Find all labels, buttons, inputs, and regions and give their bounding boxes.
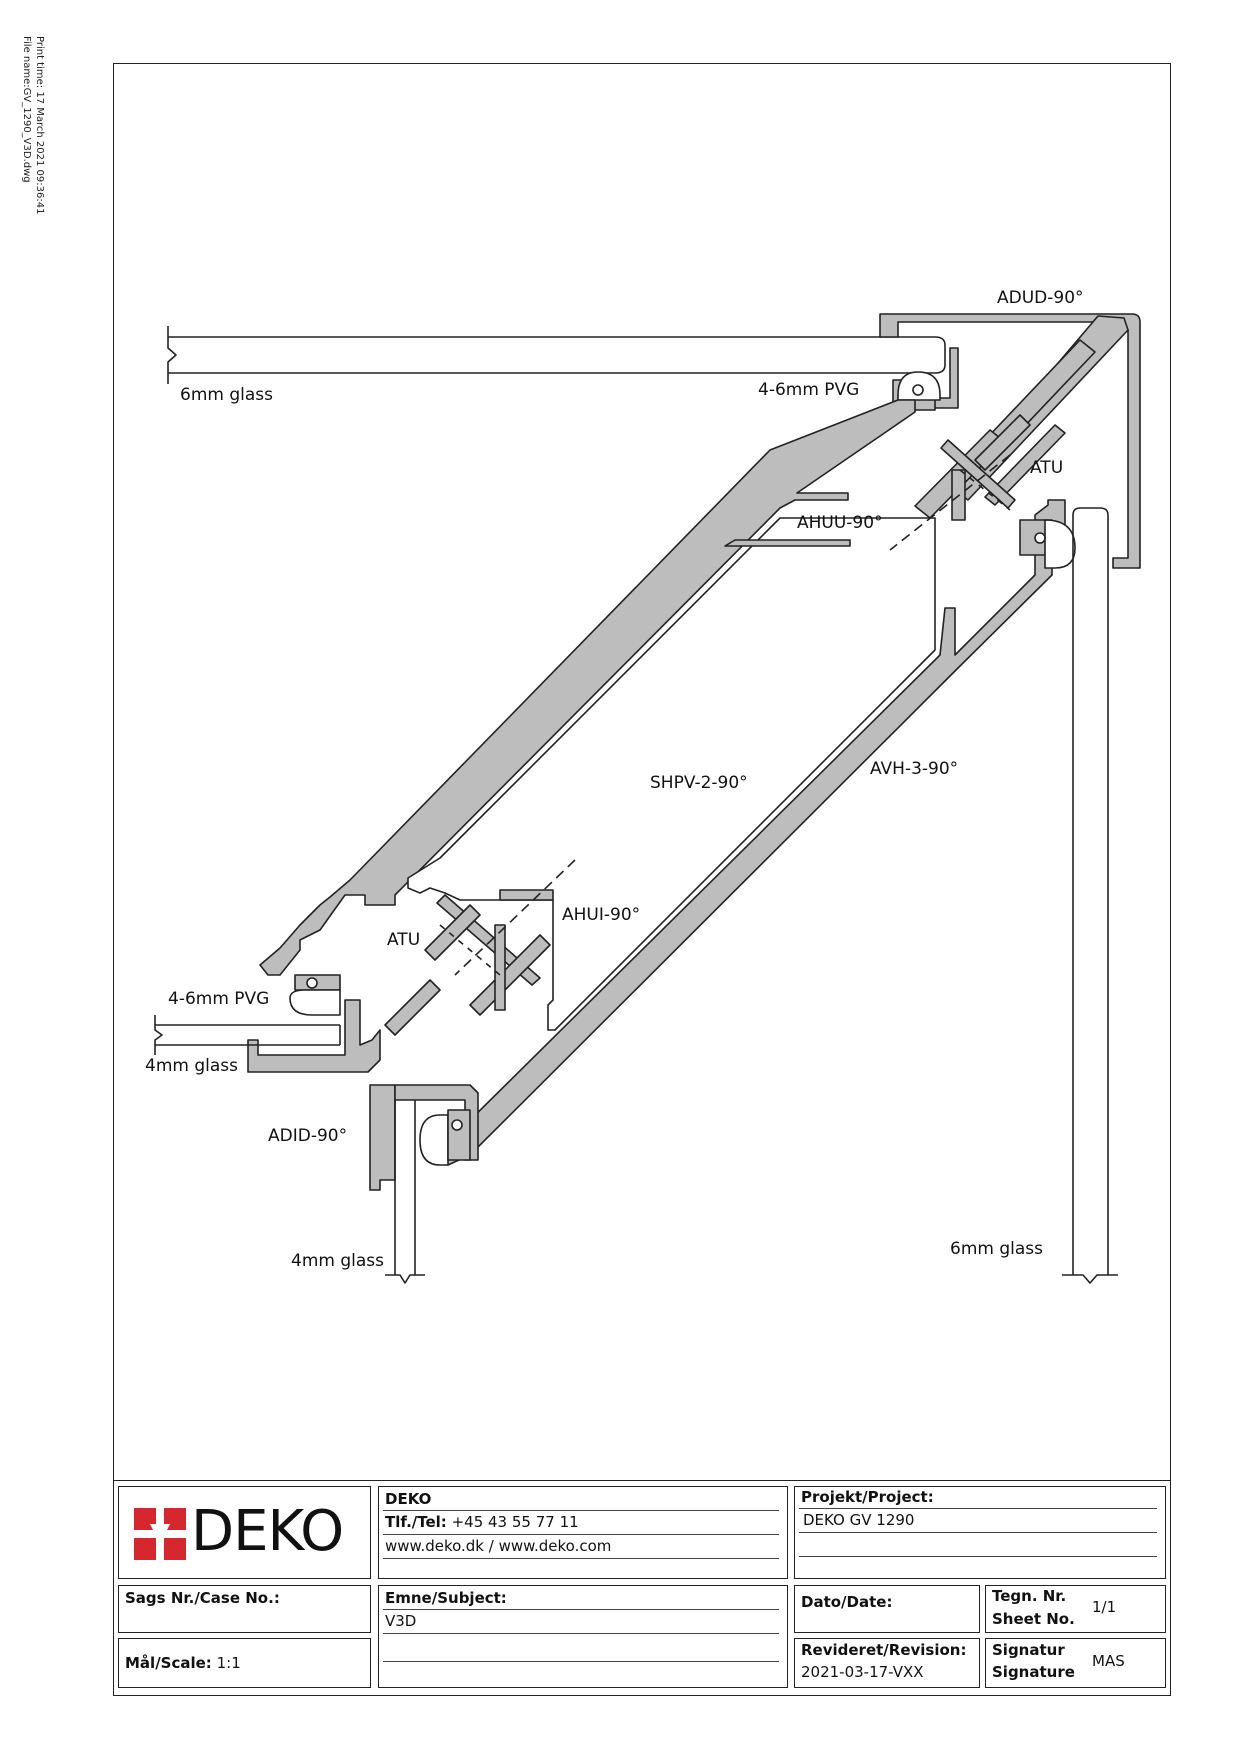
tel-label: Tlf./Tel: (385, 1513, 447, 1531)
label-pvg-bottom: 4-6mm PVG (168, 989, 269, 1009)
label-atu-bottom: ATU (387, 930, 420, 950)
company-cell: DEKO Tlf./Tel: +45 43 55 77 11 www.deko.… (378, 1486, 788, 1579)
label-atu-top: ATU (1030, 458, 1063, 478)
case-cell: Sags Nr./Case No.: (118, 1585, 371, 1633)
sheet-cell: Tegn. Nr. Sheet No. 1/1 (985, 1585, 1166, 1633)
gasket-adid (419, 1109, 471, 1166)
signature-value: MAS (1092, 1652, 1125, 1670)
sheet-label-2: Sheet No. (992, 1610, 1075, 1628)
scale-cell: Mål/Scale: 1:1 (118, 1638, 371, 1688)
scale-label: Mål/Scale: (125, 1654, 212, 1672)
profile-bottom-left (247, 999, 381, 1073)
print-time: Print time: 17 March 2021 09:36:41 (34, 36, 45, 215)
profile-shpv-upper-wall (259, 399, 916, 976)
glass-bottom-4mm (385, 1100, 425, 1284)
company-tel: Tlf./Tel: +45 43 55 77 11 (385, 1513, 579, 1531)
project-cell: Projekt/Project: DEKO GV 1290 (794, 1486, 1166, 1579)
insulator-atu-top (889, 414, 1066, 551)
print-info: Print time: 17 March 2021 09:36:41 File … (20, 36, 46, 214)
label-ahui: AHUI-90° (562, 905, 640, 925)
label-shpv: SHPV-2-90° (650, 773, 748, 793)
label-avh: AVH-3-90° (870, 759, 958, 779)
tel-value: +45 43 55 77 11 (451, 1513, 579, 1531)
gasket-right (1019, 519, 1076, 569)
revision-label: Revideret/Revision: (801, 1641, 967, 1659)
subject-cell: Emne/Subject: V3D (378, 1585, 788, 1688)
revision-cell: Revideret/Revision: 2021-03-17-VXX (794, 1638, 980, 1688)
date-label: Dato/Date: (801, 1593, 893, 1611)
signature-label-2: Signature (992, 1663, 1075, 1681)
label-adud: ADUD-90° (997, 288, 1084, 308)
project-label: Projekt/Project: (801, 1488, 934, 1506)
insulator-atu-bottom (384, 859, 576, 1036)
deko-logo-text: DEKO (191, 1499, 344, 1564)
profile-adud (879, 313, 1141, 569)
label-glass-top: 6mm glass (180, 385, 273, 405)
deko-logo-icon (134, 1508, 186, 1560)
shpv-flange-left (724, 539, 851, 547)
case-label: Sags Nr./Case No.: (125, 1589, 280, 1607)
subject-value: V3D (385, 1612, 417, 1630)
label-adid: ADID-90° (268, 1126, 347, 1146)
scale-row: Mål/Scale: 1:1 (125, 1654, 241, 1672)
file-name: File name:GV_1290_V3D.dwg (21, 36, 32, 183)
company-name: DEKO (385, 1490, 432, 1508)
label-ahuu: AHUU-90° (797, 513, 883, 533)
date-cell: Dato/Date: (794, 1585, 980, 1633)
label-glass-bottom: 4mm glass (291, 1251, 384, 1271)
glass-top-6mm (167, 326, 946, 384)
company-web[interactable]: www.deko.dk / www.deko.com (385, 1537, 612, 1555)
profile-adid (369, 1084, 396, 1191)
project-value: DEKO GV 1290 (803, 1511, 915, 1529)
glass-left-4mm (154, 1015, 341, 1055)
subject-label: Emne/Subject: (385, 1589, 507, 1607)
gasket-bottom (289, 974, 341, 1016)
sheet-value: 1/1 (1092, 1598, 1117, 1616)
logo-cell: DEKO (118, 1486, 371, 1579)
signature-cell: Signatur Signature MAS (985, 1638, 1166, 1688)
signature-label-1: Signatur (992, 1641, 1065, 1659)
label-glass-right: 6mm glass (950, 1239, 1043, 1259)
revision-value: 2021-03-17-VXX (801, 1663, 924, 1681)
sheet-label-1: Tegn. Nr. (992, 1587, 1067, 1605)
label-glass-left: 4mm glass (145, 1056, 238, 1076)
label-pvg-top: 4-6mm PVG (758, 380, 859, 400)
scale-value: 1:1 (216, 1654, 241, 1672)
glass-right-6mm (1062, 507, 1118, 1284)
